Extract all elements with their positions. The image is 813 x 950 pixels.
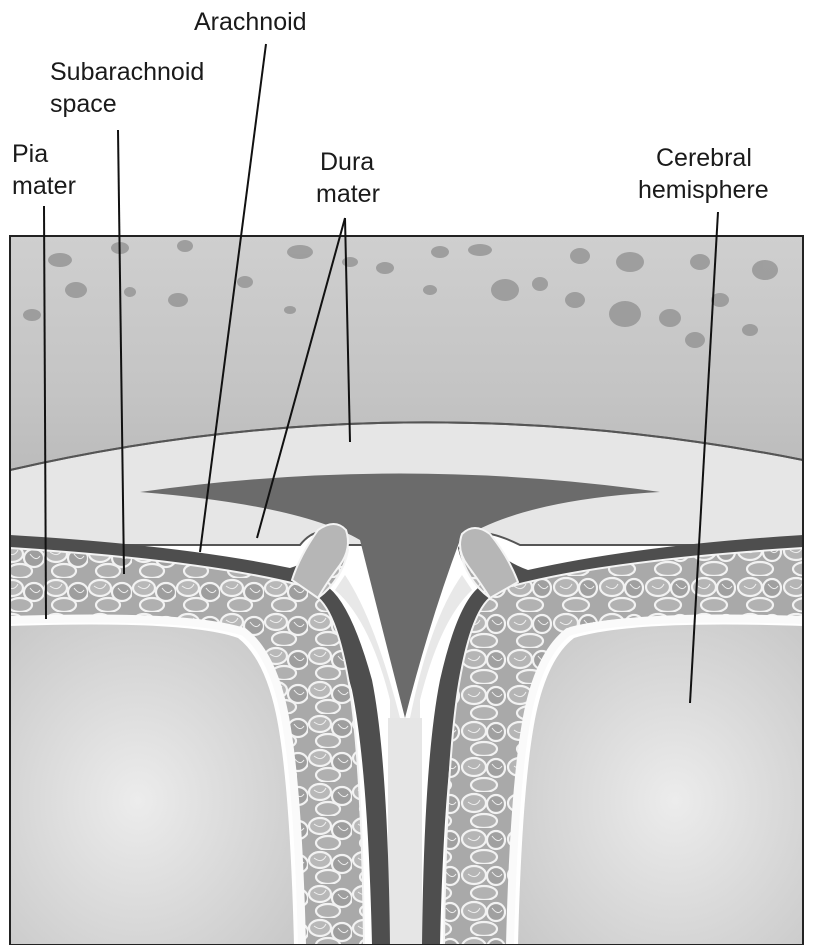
- label-pia-line1: Pia: [12, 140, 48, 168]
- label-cerebral-line2: hemisphere: [638, 176, 769, 204]
- label-cerebral-line1: Cerebral: [656, 144, 752, 172]
- cerebral-hemisphere-right: [518, 625, 803, 946]
- label-dura-line1: Dura: [320, 148, 374, 176]
- illustration: [10, 236, 803, 945]
- label-subarachnoid-line1: Subarachnoid: [50, 58, 204, 86]
- label-pia-line2: mater: [12, 172, 76, 200]
- cerebral-hemisphere-left: [10, 625, 294, 946]
- label-subarachnoid-line2: space: [50, 90, 117, 118]
- label-arachnoid: Arachnoid: [194, 8, 307, 36]
- label-dura-line2: mater: [316, 180, 380, 208]
